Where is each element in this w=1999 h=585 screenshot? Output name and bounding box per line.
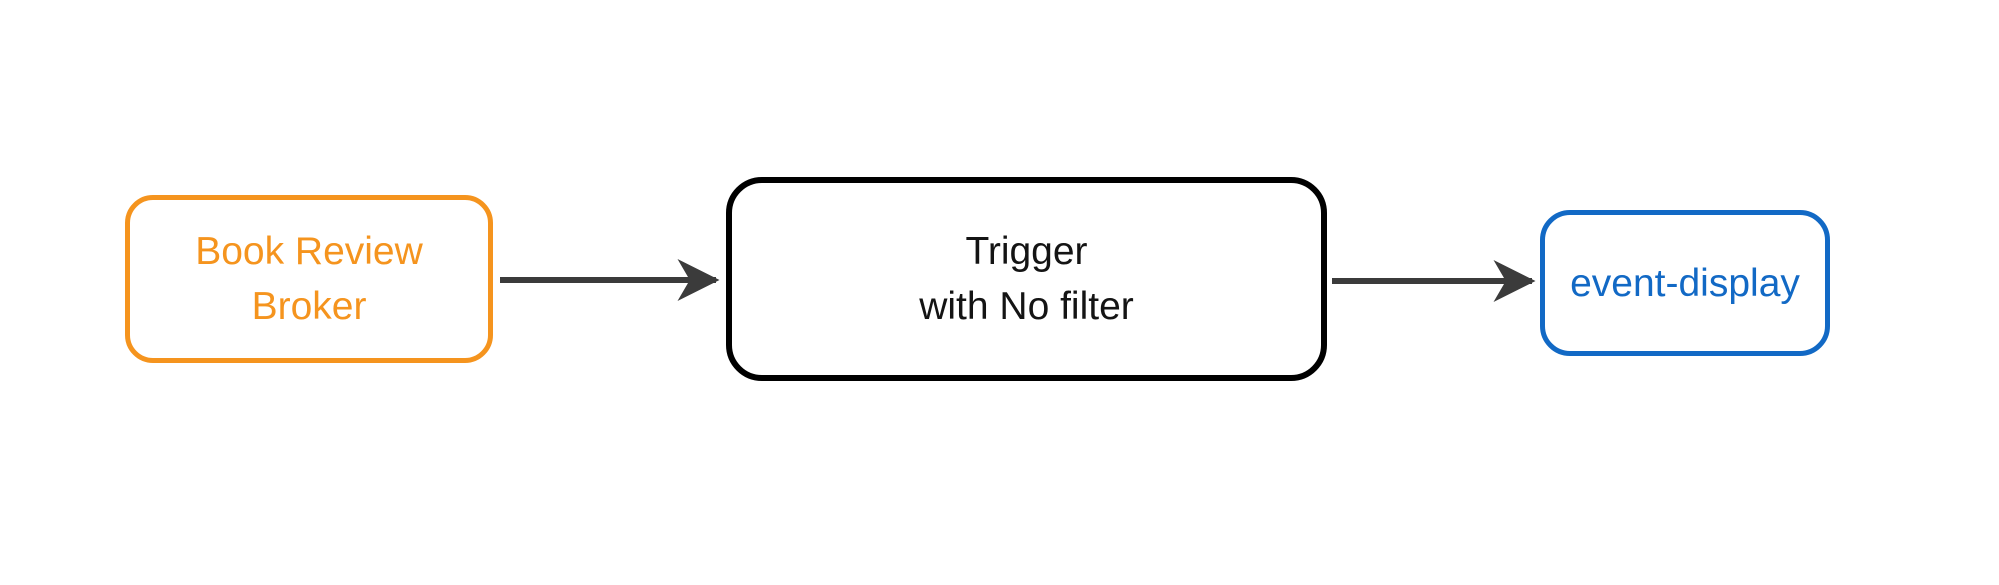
node-label-line: with No filter [919,285,1134,328]
node-label-line: Book Review [195,230,423,273]
node-label-line: Broker [251,285,367,328]
node-book-review-broker: Book Review Broker [125,195,493,363]
node-label-line: event-display [1570,261,1800,305]
node-trigger-with-no-filter: Trigger with No filter [726,177,1327,381]
node-event-display: event-display [1540,210,1830,356]
node-label-line: Trigger [965,230,1088,273]
